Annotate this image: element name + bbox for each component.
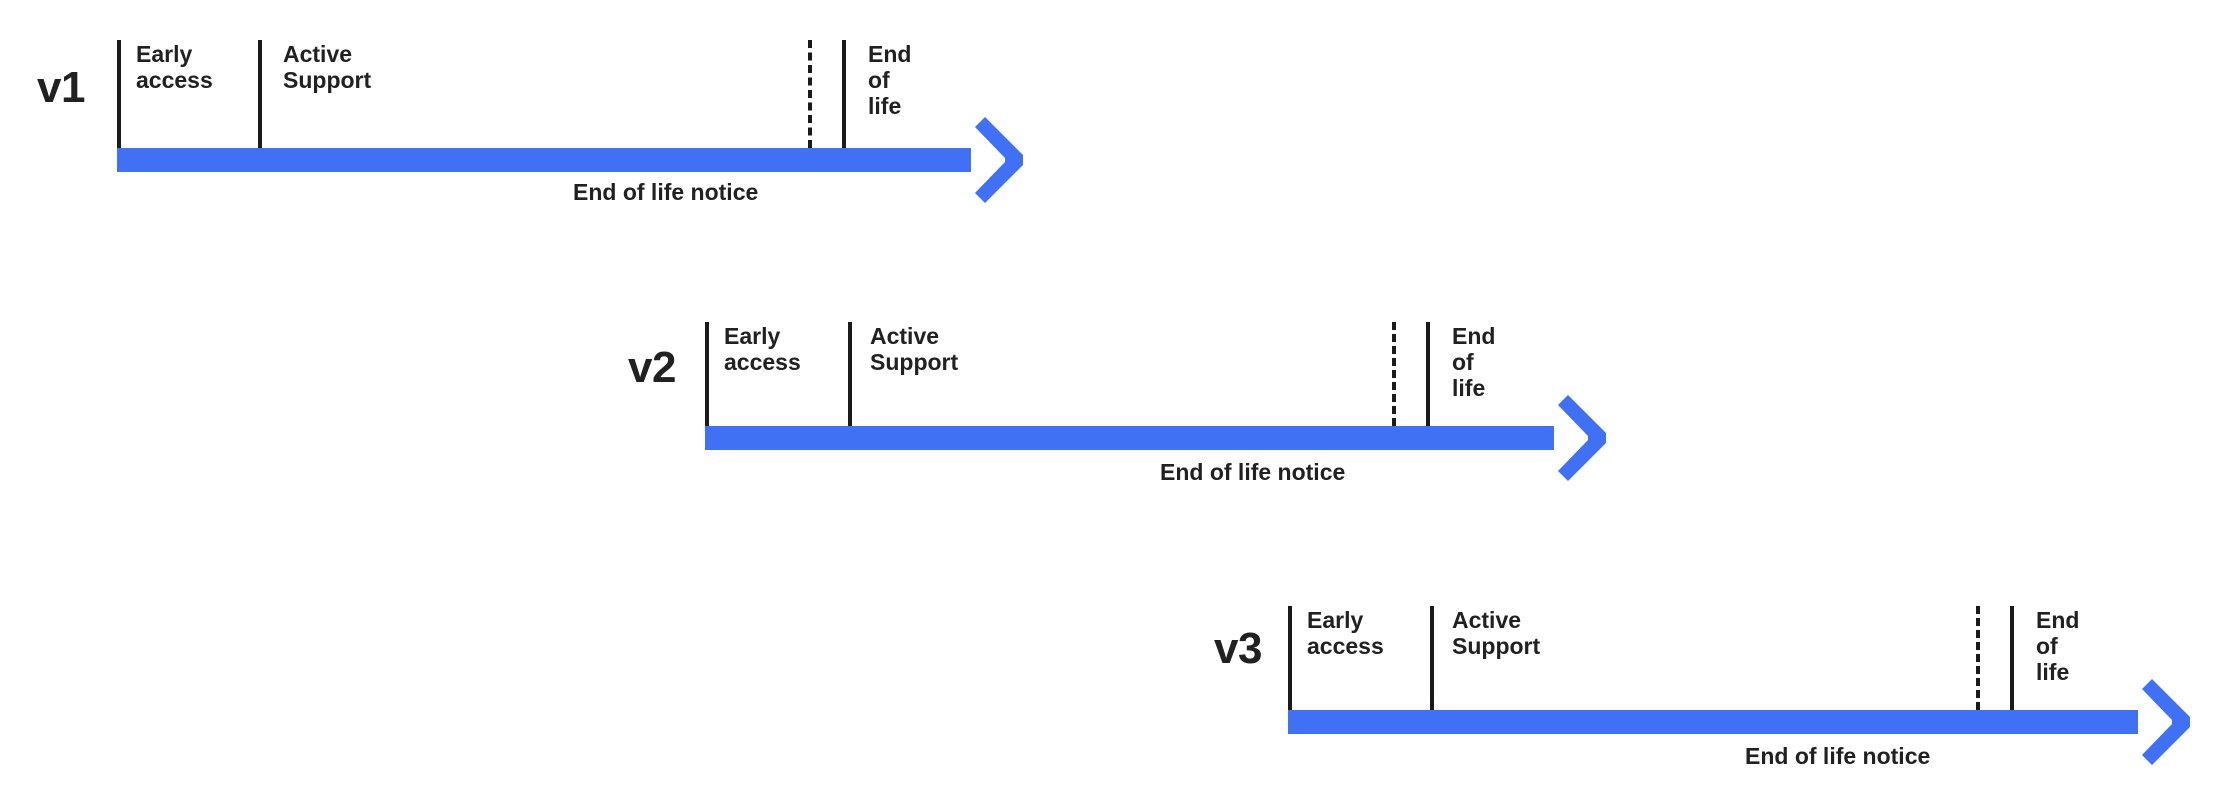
timeline-bar-v2: [705, 426, 1554, 450]
phase-label-early-access-v3: Early access: [1307, 607, 1384, 659]
phase-label-active-support-v3: Active Support: [1452, 607, 1541, 659]
eol-notice-label-v1: End of life notice: [573, 179, 759, 205]
start-tick-v1: [117, 40, 121, 148]
version-label-v2: v2: [628, 343, 676, 392]
version-label-v1: v1: [37, 63, 85, 112]
start-tick-v3: [1288, 606, 1292, 710]
phase-label-end-of-life-v1: End of life: [868, 41, 912, 119]
eol-notice-tick-v2: [1392, 322, 1396, 426]
early-access-divider-v3: [1430, 606, 1434, 710]
eol-notice-label-v3: End of life notice: [1745, 743, 1931, 769]
version-label-v3: v3: [1214, 624, 1262, 673]
timeline-bar-v1: [117, 148, 971, 172]
timeline-arrow-head-v2: [1548, 395, 1610, 481]
end-of-life-tick-v3: [2010, 606, 2014, 710]
phase-label-active-support-v1: Active Support: [283, 41, 372, 93]
early-access-divider-v2: [848, 322, 852, 426]
eol-notice-tick-v1: [808, 40, 812, 148]
end-of-life-tick-v1: [842, 40, 846, 148]
eol-notice-tick-v3: [1976, 606, 1980, 710]
phase-label-end-of-life-v2: End of life: [1452, 323, 1496, 401]
timeline-bar-v3: [1288, 710, 2138, 734]
phase-label-end-of-life-v3: End of life: [2036, 607, 2080, 685]
end-of-life-tick-v2: [1426, 322, 1430, 426]
phase-label-early-access-v1: Early access: [136, 41, 213, 93]
start-tick-v2: [705, 322, 709, 426]
timeline-arrow-head-v1: [965, 117, 1027, 203]
early-access-divider-v1: [258, 40, 262, 148]
timeline-arrow-head-v3: [2132, 679, 2194, 765]
phase-label-active-support-v2: Active Support: [870, 323, 959, 375]
eol-notice-label-v2: End of life notice: [1160, 459, 1346, 485]
phase-label-early-access-v2: Early access: [724, 323, 801, 375]
